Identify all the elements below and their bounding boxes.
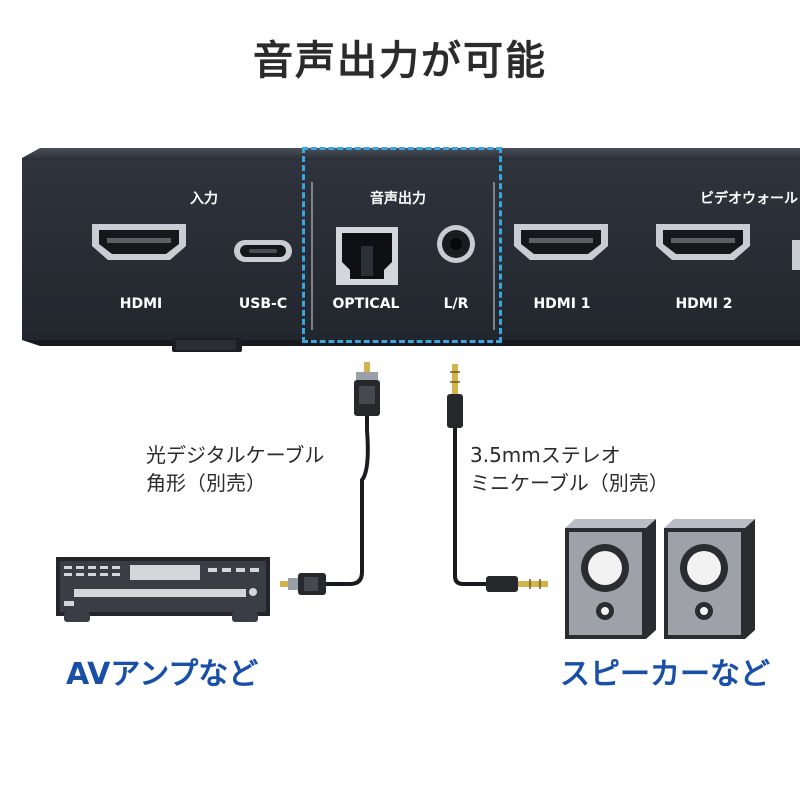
stereo-mini-cable-icon: [447, 364, 548, 592]
section-label-video-wall: ビデオウォール: [700, 191, 798, 207]
port-label-hdmi: HDMI: [119, 296, 163, 312]
device-back-panel: [22, 148, 800, 352]
port-label-hdmi2: HDMI 2: [675, 296, 733, 312]
mini-cable-note-line1: 3.5mmステレオ: [470, 443, 621, 467]
port-label-usb-c: USB-C: [238, 296, 288, 312]
speaker-icon: [565, 519, 656, 639]
mini-cable-note-line2: ミニケーブル（別売）: [470, 471, 669, 495]
audio-output-highlight: [302, 147, 502, 343]
audio-jack-icon: [437, 225, 475, 263]
optical-cable-icon: [280, 362, 380, 595]
section-label-input: 入力: [190, 191, 218, 207]
speaker-icon: [664, 519, 755, 639]
usb-c-port-icon: [234, 240, 292, 262]
av-amplifier-icon: [56, 557, 270, 622]
hdmi-port-icon: [92, 224, 186, 260]
port-label-optical: OPTICAL: [332, 296, 400, 312]
speaker-label: スピーカーなど: [560, 657, 770, 692]
av-amp-label: AVアンプなど: [66, 657, 259, 692]
page-title: 音声出力が可能: [253, 38, 547, 84]
section-label-audio-out: 音声出力: [370, 191, 426, 207]
optical-cable-note-line1: 光デジタルケーブル: [146, 443, 325, 467]
optical-cable-note-line2: 角形（別売）: [146, 471, 266, 495]
hdmi-port-icon: [514, 224, 608, 260]
port-label-lr: L/R: [443, 296, 469, 312]
port-label-hdmi1: HDMI 1: [533, 296, 591, 312]
hdmi-port-icon: [656, 224, 750, 260]
optical-port-icon: [336, 227, 398, 285]
